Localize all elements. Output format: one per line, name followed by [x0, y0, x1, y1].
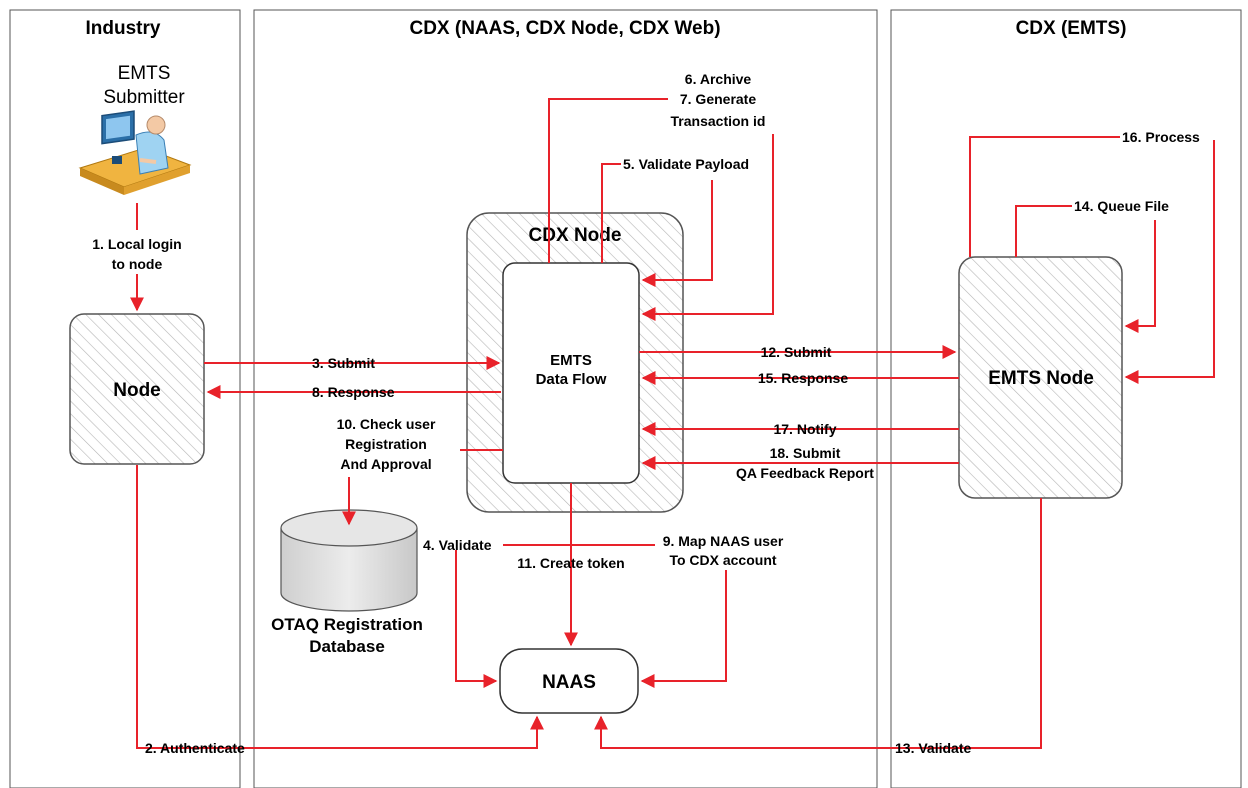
submitter-label-line2: Submitter [103, 87, 185, 108]
label-step-12: 12. Submit [761, 344, 832, 360]
label-step-3: 3. Submit [312, 355, 375, 371]
label-step-9-line1: 9. Map NAAS user [663, 533, 784, 549]
arrow-6-archive [548, 98, 668, 263]
label-step-2: 2. Authenticate [145, 740, 245, 756]
naas-box: NAAS [499, 648, 639, 714]
label-step-11: 11. Create token [517, 555, 624, 571]
arrow-4-validate [455, 550, 498, 688]
label-step-15: 15. Response [758, 370, 848, 386]
label-step-17: 17. Notify [773, 421, 836, 437]
submitter: EMTS Submitter [78, 63, 192, 195]
label-step-7-line2: Transaction id [671, 113, 766, 129]
label-step-1-line2: to node [112, 256, 163, 272]
lane-cdx-emts [890, 9, 1242, 788]
arrow-7-generate-id [641, 134, 774, 321]
label-step-8: 8. Response [312, 384, 395, 400]
label-step-5: 5. Validate Payload [623, 156, 749, 172]
cdx-node-label: CDX Node [529, 225, 622, 246]
arrow-9-map-user [640, 570, 727, 688]
swim-lanes: Industry CDX (NAAS, CDX Node, CDX Web) C… [9, 9, 1242, 788]
lane-title-cdx-web: CDX (NAAS, CDX Node, CDX Web) [409, 18, 720, 39]
database-label-line2: Database [309, 637, 385, 656]
emts-node-box: EMTS Node [958, 256, 1123, 499]
arrow-13-validate [594, 498, 1042, 749]
label-step-16: 16. Process [1122, 129, 1200, 145]
emts-node-label: EMTS Node [988, 368, 1094, 389]
arrow-16-process [969, 136, 1215, 377]
label-step-10-line2: Registration [345, 436, 427, 452]
node-label: Node [113, 380, 161, 401]
database-label-line1: OTAQ Registration [271, 615, 423, 634]
arrows [136, 98, 1215, 749]
computer-user-icon [78, 110, 192, 195]
label-step-18-line2: QA Feedback Report [736, 465, 874, 481]
data-flow-label-line1: EMTS [550, 352, 592, 369]
arrow-5-validate-payload [601, 163, 713, 280]
arrow-2-authenticate [136, 465, 544, 749]
submitter-label-line1: EMTS [118, 63, 171, 84]
step-labels: 1. Local login to node 2. Authenticate 3… [92, 71, 1200, 756]
data-flow-box: EMTS Data Flow [502, 262, 640, 484]
database-cylinder [280, 528, 418, 612]
label-step-14: 14. Queue File [1074, 198, 1169, 214]
data-flow-label-line2: Data Flow [536, 371, 607, 388]
lane-industry [9, 9, 241, 788]
lane-title-industry: Industry [86, 18, 161, 39]
otaq-database: OTAQ Registration Database [271, 509, 423, 656]
label-step-9-line2: To CDX account [669, 552, 776, 568]
label-step-10-line3: And Approval [340, 456, 431, 472]
label-step-6: 6. Archive [685, 71, 752, 87]
label-step-4: 4. Validate [423, 537, 492, 553]
label-step-1-line1: 1. Local login [92, 236, 181, 252]
naas-shape [499, 648, 639, 714]
label-step-10-line1: 10. Check user [337, 416, 436, 432]
label-step-13: 13. Validate [895, 740, 971, 756]
arrow-10-check-user [349, 449, 503, 524]
label-step-7-line1: 7. Generate [680, 91, 756, 107]
node-box: Node [69, 313, 205, 465]
naas-label: NAAS [542, 672, 596, 693]
lane-title-cdx-emts: CDX (EMTS) [1016, 18, 1127, 39]
arrow-14-queue-file [1015, 205, 1156, 326]
label-step-18-line1: 18. Submit [770, 445, 841, 461]
